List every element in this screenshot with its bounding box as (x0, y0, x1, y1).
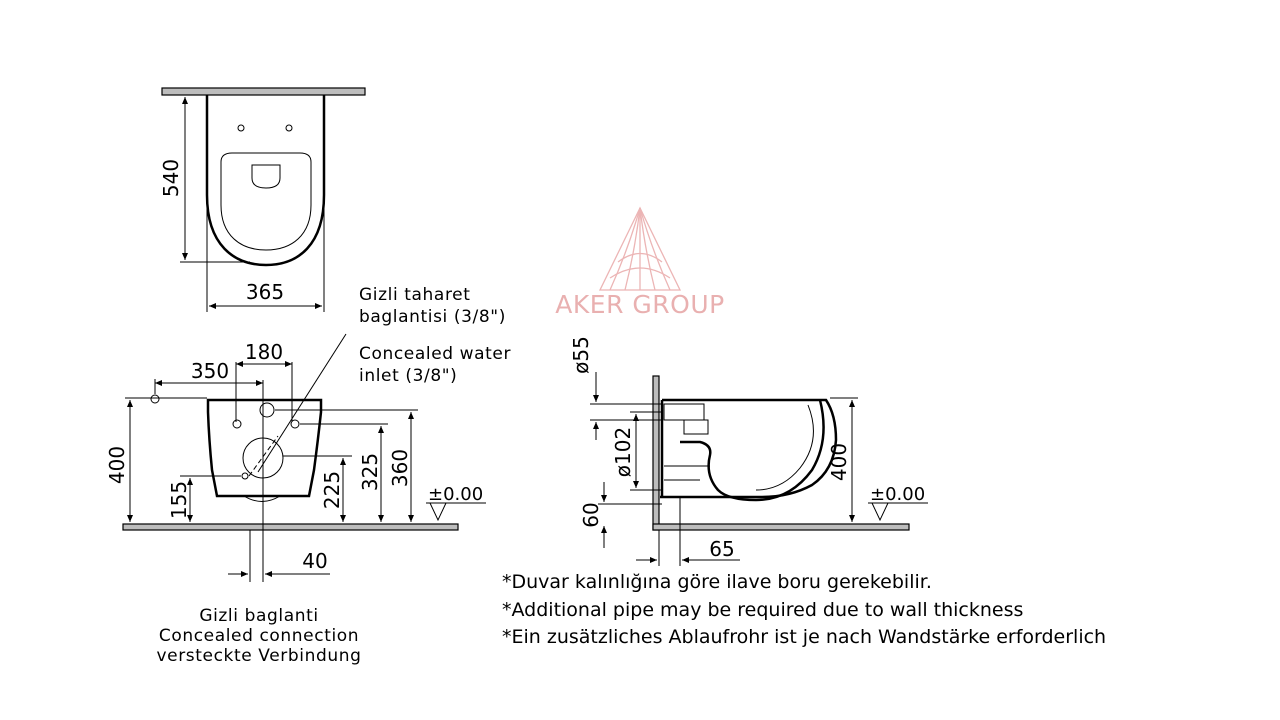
dim-350: 350 (191, 359, 229, 383)
note-german: *Ein zusätzliches Ablaufrohr ist je nach… (502, 626, 1106, 648)
dim-400-front: 400 (105, 446, 129, 484)
dim-102: ø102 (611, 427, 635, 477)
svg-text:Gizli baglanti: Gizli baglanti (199, 606, 318, 626)
dim-65: 65 (709, 537, 734, 561)
svg-text:versteckte Verbindung: versteckte Verbindung (157, 646, 362, 666)
dim-540: 540 (159, 159, 183, 197)
dim-55: ø55 (569, 336, 593, 374)
side-view: ø55 ø102 60 400 ±0.00 65 (569, 336, 928, 566)
svg-text:inlet (3/8"): inlet (3/8") (359, 366, 457, 386)
bowl-outline-top (205, 95, 326, 267)
fixing-hole-right (285, 124, 293, 132)
note-turkish: *Duvar kalınlığına göre ilave boru gerek… (502, 571, 932, 593)
dim-225: 225 (320, 471, 344, 509)
seat-outline-top (220, 152, 312, 251)
svg-text:baglantisi (3/8"): baglantisi (3/8") (359, 307, 506, 327)
aker-group-logo: AKER GROUP (555, 206, 724, 319)
outlet-front (243, 495, 281, 502)
dim-155: 155 (167, 481, 191, 519)
floor-side (652, 523, 910, 531)
front-view: 350 180 400 155 225 325 360 ±0.00 40 (105, 333, 486, 582)
callout-concealed-connection: Gizli baglanti Concealed connection vers… (157, 606, 362, 666)
top-view: 540 365 (159, 87, 366, 312)
svg-text:Concealed connection: Concealed connection (159, 626, 359, 646)
dim-60: 60 (579, 502, 603, 527)
floor-level-side: ±0.00 (870, 484, 925, 505)
dim-325: 325 (358, 453, 382, 491)
bowl-outline-front (206, 398, 323, 498)
floor-front (122, 523, 459, 531)
dim-360: 360 (388, 449, 412, 487)
dim-365: 365 (246, 280, 284, 304)
note-english: *Additional pipe may be required due to … (502, 599, 1023, 621)
trap-outline (680, 399, 825, 502)
notes: *Duvar kalınlığına göre ilave boru gerek… (502, 571, 1106, 648)
bowl-outline-side (660, 398, 838, 499)
wall-top (161, 87, 366, 96)
dim-180: 180 (245, 340, 283, 364)
floor-level-front: ±0.00 (428, 484, 483, 505)
wall-side (652, 375, 660, 531)
dim-40: 40 (302, 549, 327, 573)
svg-text:Gizli taharet: Gizli taharet (359, 285, 471, 305)
fixing-hole-left (237, 124, 245, 132)
svg-text:Concealed water: Concealed water (359, 344, 511, 364)
callout-water-inlet: Gizli taharet baglantisi (3/8") Conceale… (359, 285, 511, 386)
watermark-text: AKER GROUP (555, 290, 724, 319)
dim-400-side: 400 (827, 443, 851, 481)
flush-hole (251, 164, 281, 189)
